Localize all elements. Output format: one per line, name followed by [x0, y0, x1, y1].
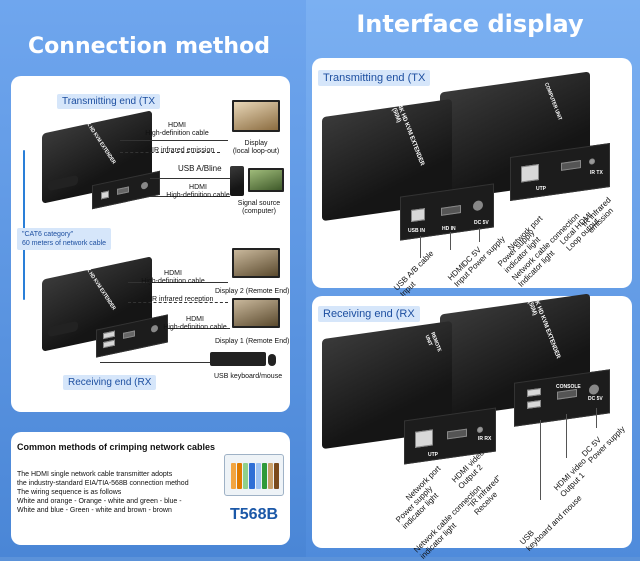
- rx-dc-callout-line: [596, 408, 597, 428]
- rx-ir-rx-label: IR RX: [478, 436, 492, 442]
- rx-dc5v-port-label: DC 5V: [588, 396, 603, 402]
- tx-dc5v-port: [473, 199, 483, 212]
- tx-rj45-port: [521, 163, 539, 183]
- tx-loop-hdmi-port: [561, 160, 581, 171]
- rj45-connector: [224, 454, 284, 496]
- rx-hdmi-out1-port: [557, 388, 577, 400]
- tx-ir-wire: [120, 152, 220, 153]
- rx-usb-port-a: [527, 387, 541, 397]
- connection-method-title: Connection method: [28, 34, 270, 59]
- tx-ir-tx-label: IR TX: [590, 170, 603, 176]
- tx-utp-label: UTP: [536, 186, 546, 192]
- rj45-wires: [231, 463, 279, 489]
- tx-hdmi-wire-2: [150, 196, 230, 197]
- rx-usb-port-2: [103, 339, 115, 349]
- rx-ir-rx-port: [477, 426, 483, 434]
- tx-ir-port: [589, 158, 595, 165]
- crimp-line-5: White and blue - Green - white and brown…: [17, 507, 172, 514]
- mouse: [268, 354, 276, 366]
- tx-tag: Transmitting end (TX: [57, 94, 160, 109]
- rx-front-unit-label: REMOTE UNIT: [423, 331, 443, 354]
- crimp-title: Common methods of crimping network cable…: [17, 442, 216, 452]
- right-rx-tag: Receiving end (RX: [318, 306, 420, 322]
- tx-usb-label: USB A/Bline: [178, 164, 222, 173]
- rj45-wire-4: [249, 463, 255, 489]
- tx-hdmi-in-port: [441, 205, 461, 216]
- rj45-wire-8: [273, 463, 279, 489]
- crimp-line-3: The wiring sequence is as follows: [17, 489, 122, 496]
- tx-ir-label: IR infrared emission: [152, 147, 215, 154]
- rx-dc5v-port: [589, 383, 599, 396]
- crimp-line-2: the industry-standard EIA/TIA-568B conne…: [17, 480, 189, 487]
- tx-usb-b-port: [411, 208, 425, 223]
- tx-front-unit-label: 4K HD KVM EXTENDER (50M): [390, 104, 425, 168]
- right-tx-tag: Transmitting end (TX: [318, 70, 431, 86]
- rx-rear-unit-label: 4K HD KVM EXTENDER (50M): [526, 297, 561, 360]
- rj45-wire-2: [237, 463, 243, 489]
- rx-ir-label: IR infrared reception: [150, 296, 214, 303]
- tx-hdmi-label: HDMI High-definition cable: [145, 122, 209, 137]
- rj45-wire-1: [231, 463, 237, 489]
- rx-hdmi-wire-2: [168, 328, 230, 329]
- crimp-line-1: The HDMI single network cable transmitte…: [17, 471, 173, 478]
- tx-hdmi-port: [117, 186, 129, 195]
- display-2-remote: [232, 248, 280, 278]
- tx-usb-in-label: USB IN: [408, 228, 425, 234]
- rj45-wire-5: [255, 463, 261, 489]
- tx-usb-wire: [150, 178, 230, 179]
- tx-computer-unit-label: COMPUTER UNIT: [542, 81, 563, 122]
- tx-usb-port: [101, 190, 109, 200]
- tx-dc-callout-line: [479, 228, 480, 242]
- rx-hdmi-wire: [128, 282, 228, 283]
- rx-ir-wire: [128, 302, 228, 303]
- rj45-wire-7: [267, 463, 273, 489]
- rx-tag: Receiving end (RX: [63, 375, 157, 390]
- rx-device-label: 4K HD KVM EXTENDER: [83, 264, 117, 312]
- cat6-tag: "CAT6 category" 60 meters of network cab…: [17, 228, 112, 250]
- display-2-label: Display 2 (Remote End): [215, 288, 290, 295]
- tx-device-label: 4K HD KVM EXTENDER: [83, 118, 117, 166]
- tx-usb-callout-line: [420, 236, 421, 258]
- display-1-label: Display 1 (Remote End): [215, 338, 290, 345]
- signal-source-monitor: [248, 168, 284, 192]
- rj45-wire-6: [261, 463, 267, 489]
- display-local-loop: [232, 100, 280, 132]
- interface-display-title: Interface display: [356, 10, 584, 38]
- display-1-remote: [232, 298, 280, 328]
- rx-rj45-port: [415, 429, 433, 448]
- rx-console-label: CONSOLE: [556, 384, 581, 390]
- rx-hdmi-label: HDMI High-definition cable: [141, 270, 205, 285]
- tx-hd-in-label: HD IN: [442, 226, 456, 232]
- rx-hdmi-port: [123, 330, 135, 339]
- rx-dc-port: [151, 324, 158, 333]
- rx-hdmi-out2-port: [447, 428, 467, 440]
- crimp-line-4: White and orange - Orange - white and gr…: [17, 498, 182, 505]
- computer-tower: [230, 166, 244, 196]
- rx-hdmi-out1-callout-line: [566, 414, 567, 458]
- tx-hdmi-label-2: HDMI High-definition cable: [166, 184, 230, 199]
- rx-usb-callout-line: [540, 420, 541, 500]
- rx-utp-label: UTP: [428, 452, 438, 458]
- keyboard: [210, 352, 266, 366]
- tx-dc5v-label: DC 5V: [474, 220, 489, 226]
- tx-dc-port: [141, 181, 148, 190]
- rx-usb-port-b: [527, 399, 541, 409]
- rx-usb-wire: [100, 362, 218, 363]
- signal-source-label: Signal source (computer): [237, 200, 281, 215]
- rx-usb-port-1: [103, 330, 115, 340]
- usb-kbm-label: USB keyboard/mouse: [214, 373, 283, 380]
- tx-hdmi-wire: [120, 140, 228, 141]
- display-local-label: Display (local loop-out): [232, 140, 280, 155]
- t568b-label: T568B: [230, 506, 279, 523]
- rj45-wire-3: [243, 463, 249, 489]
- tx-hdmi-callout-line: [450, 232, 451, 250]
- cat6-cable: [23, 150, 25, 300]
- rx-hdmi-label-2: HDMI High-definition cable: [163, 316, 227, 331]
